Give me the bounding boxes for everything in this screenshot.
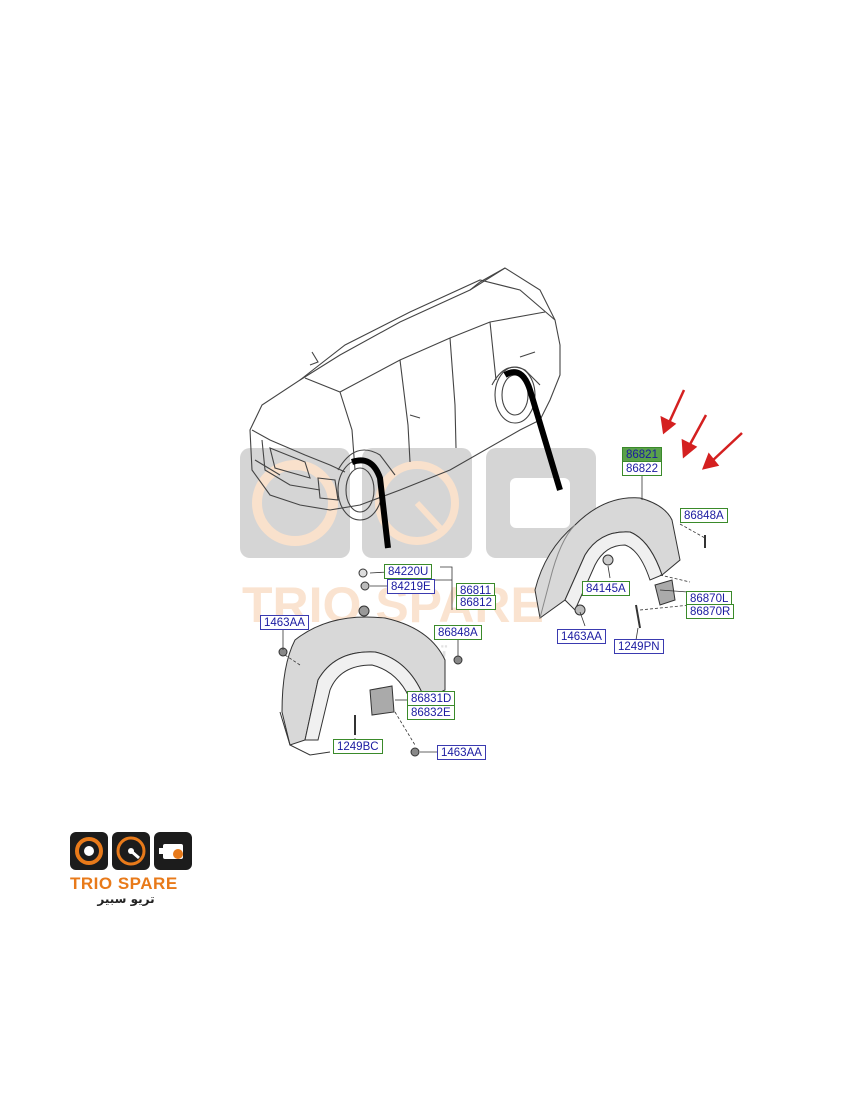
- label-84145a: 84145A: [582, 581, 630, 596]
- label-rear-1463aa-bottom: 1463AA: [437, 745, 486, 760]
- engine-icon: [154, 832, 192, 870]
- gear-speaker-icon: [70, 832, 108, 870]
- label-front-86848a: 86848A: [680, 508, 728, 523]
- front-wheel-liner: [534, 497, 706, 629]
- label-86870r: 86870R: [686, 604, 735, 619]
- front-leaders: [579, 475, 706, 641]
- logo-arabic: تريو سبير: [97, 892, 155, 906]
- logo-brand-trio: TRIO: [70, 874, 113, 893]
- label-rear-1463aa-left: 1463AA: [260, 615, 309, 630]
- label-84219e: 84219E: [387, 579, 435, 594]
- speedometer-icon: [112, 832, 150, 870]
- logo-brand: TRIO SPARE: [70, 874, 195, 894]
- label-1249bc: 1249BC: [333, 739, 383, 754]
- logo-tiles: [70, 832, 195, 870]
- logo-brand-spare: SPARE: [117, 874, 178, 893]
- label-front-1463aa: 1463AA: [557, 629, 606, 644]
- label-rear-86848a: 86848A: [434, 625, 482, 640]
- label-86812: 86812: [456, 595, 496, 610]
- label-86832e: 86832E: [407, 705, 455, 720]
- trio-spare-logo: TRIO SPARE تريو سبير: [70, 832, 195, 906]
- watermark: [240, 448, 596, 558]
- label-86821: 86821: [622, 447, 662, 462]
- vehicle-illustration: [249, 267, 561, 521]
- label-86822: 86822: [622, 461, 662, 476]
- label-86831d: 86831D: [407, 691, 456, 706]
- label-1249pn: 1249PN: [614, 639, 664, 654]
- front-arch-leader: [503, 369, 563, 491]
- rear-arch-leader: [351, 457, 391, 549]
- red-arrows: [660, 389, 743, 470]
- label-84220u: 84220U: [384, 564, 433, 579]
